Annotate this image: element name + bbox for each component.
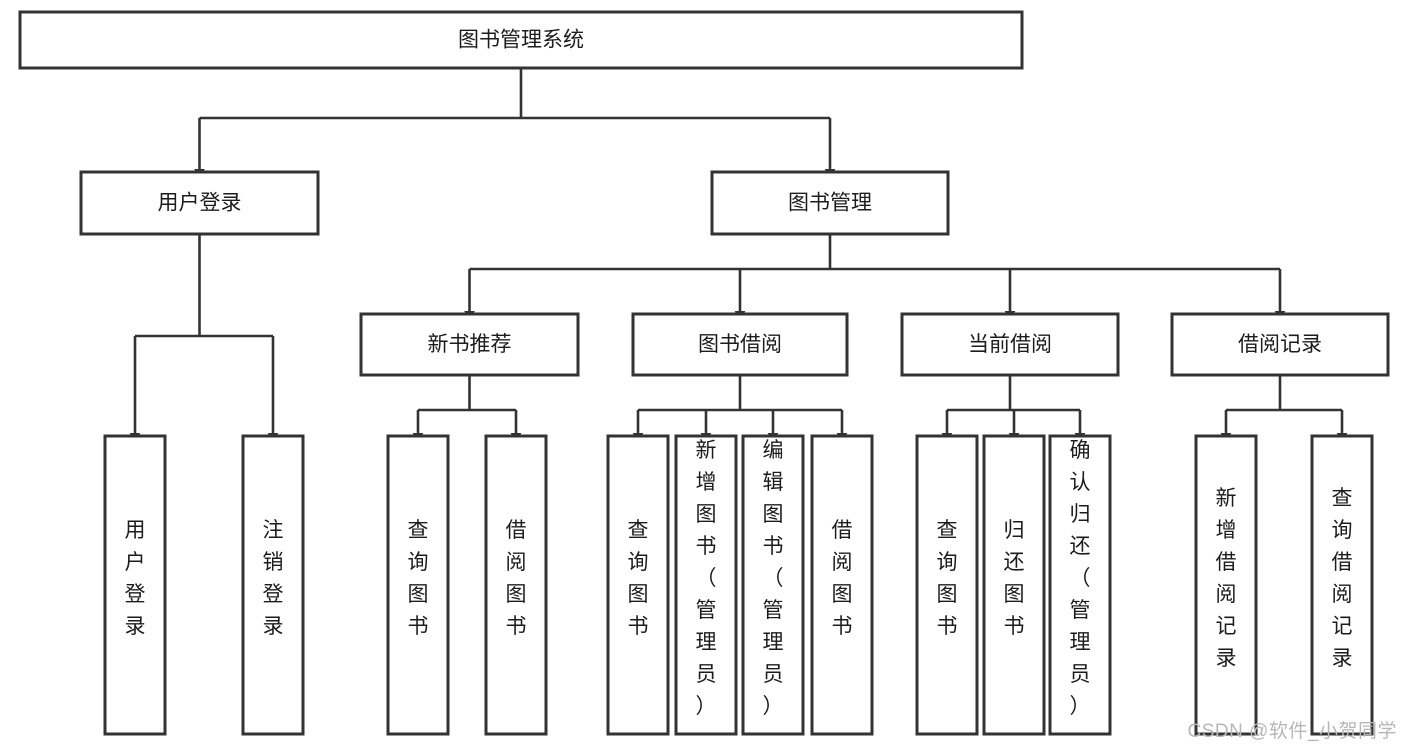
node-l3_0[interactable]: 新书推荐 — [359, 312, 580, 377]
node-label: 新增图书（管理员） — [696, 439, 717, 718]
node-box[interactable] — [79, 170, 320, 236]
node-l2_0[interactable]: 用户登录 — [79, 170, 320, 236]
node-box[interactable] — [484, 434, 548, 736]
node-box[interactable] — [900, 312, 1120, 377]
node-label: 借阅图书 — [832, 519, 853, 638]
node-leaf_7[interactable]: 借阅图书 — [810, 434, 874, 736]
node-box[interactable] — [359, 312, 580, 377]
node-label: 查询图书 — [937, 519, 958, 638]
node-label: 新增借阅记录 — [1216, 487, 1237, 670]
node-label: 新书推荐 — [428, 333, 512, 356]
edge-layer — [129, 68, 1348, 442]
node-label: 图书借阅 — [698, 333, 782, 356]
node-l3_2[interactable]: 当前借阅 — [900, 312, 1120, 377]
node-leaf_5[interactable]: 新增图书（管理员） — [674, 434, 738, 736]
node-l2_1[interactable]: 图书管理 — [710, 170, 950, 236]
node-box[interactable] — [606, 434, 670, 736]
node-label: 归还图书 — [1004, 519, 1025, 638]
node-label: 查询图书 — [628, 519, 649, 638]
node-leaf_9[interactable]: 归还图书 — [982, 434, 1046, 736]
node-label: 当前借阅 — [968, 333, 1052, 356]
node-box[interactable] — [631, 312, 849, 377]
node-label: 查询借阅记录 — [1332, 487, 1353, 670]
node-label: 借阅记录 — [1238, 333, 1322, 356]
node-leaf_11[interactable]: 新增借阅记录 — [1194, 434, 1258, 736]
node-leaf_1[interactable]: 注销登录 — [241, 434, 305, 736]
node-box[interactable] — [241, 434, 305, 736]
node-box[interactable] — [386, 434, 450, 736]
node-label: 图书管理系统 — [458, 29, 584, 52]
node-label: 用户登录 — [158, 192, 242, 215]
node-leaf_10[interactable]: 确认归还（管理员） — [1048, 434, 1112, 736]
node-leaf_4[interactable]: 查询图书 — [606, 434, 670, 736]
node-box[interactable] — [103, 434, 167, 736]
node-l3_1[interactable]: 图书借阅 — [631, 312, 849, 377]
node-leaf_6[interactable]: 编辑图书（管理员） — [741, 434, 805, 736]
node-leaf_12[interactable]: 查询借阅记录 — [1310, 434, 1374, 736]
node-box[interactable] — [915, 434, 979, 736]
node-leaf_8[interactable]: 查询图书 — [915, 434, 979, 736]
node-box[interactable] — [741, 434, 805, 736]
node-label: 借阅图书 — [506, 519, 527, 638]
node-box[interactable] — [1048, 434, 1112, 736]
node-layer: 图书管理系统用户登录图书管理新书推荐图书借阅当前借阅借阅记录用户登录注销登录查询… — [18, 10, 1390, 736]
node-box[interactable] — [1194, 434, 1258, 736]
node-box[interactable] — [1310, 434, 1374, 736]
node-label: 确认归还（管理员） — [1070, 439, 1091, 718]
node-leaf_0[interactable]: 用户登录 — [103, 434, 167, 736]
node-l3_3[interactable]: 借阅记录 — [1170, 312, 1390, 377]
node-box[interactable] — [674, 434, 738, 736]
node-box[interactable] — [1170, 312, 1390, 377]
node-leaf_3[interactable]: 借阅图书 — [484, 434, 548, 736]
node-label: 图书管理 — [788, 192, 872, 215]
node-label: 查询图书 — [408, 519, 429, 638]
node-leaf_2[interactable]: 查询图书 — [386, 434, 450, 736]
node-label: 用户登录 — [125, 519, 146, 638]
node-box[interactable] — [18, 10, 1024, 70]
node-box[interactable] — [810, 434, 874, 736]
node-label: 编辑图书（管理员） — [763, 439, 784, 718]
node-label: 注销登录 — [263, 519, 284, 638]
node-box[interactable] — [710, 170, 950, 236]
node-box[interactable] — [982, 434, 1046, 736]
node-root[interactable]: 图书管理系统 — [18, 10, 1024, 70]
